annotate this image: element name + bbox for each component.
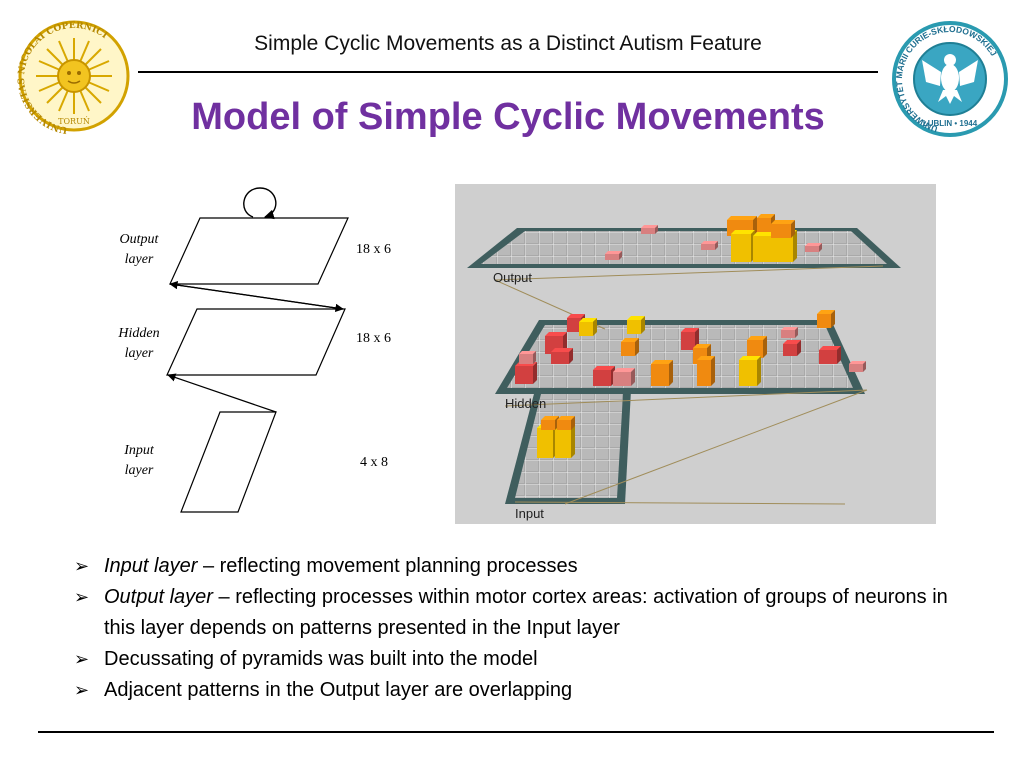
hidden-layer-size: 18 x 6 <box>356 331 391 346</box>
bullet-item: ➢Input layer – reflecting movement plann… <box>74 551 974 582</box>
output-plane-grid <box>481 231 887 264</box>
hidden-to-output-arrow <box>169 280 344 310</box>
activation-block <box>781 327 798 338</box>
network-schematic <box>166 187 349 513</box>
activation-block <box>641 225 658 234</box>
network-3d-rendering: Output Hidden Input <box>455 184 936 524</box>
activation-block <box>819 346 841 364</box>
activation-block <box>519 351 536 364</box>
render-input-label: Input <box>515 506 544 521</box>
activation-block <box>579 318 597 336</box>
activation-block <box>515 362 537 384</box>
activation-block <box>551 348 573 364</box>
render-canvas <box>467 214 901 505</box>
left-logo-city: TORUŃ <box>58 117 90 126</box>
bullet-arrow-icon: ➢ <box>74 649 90 669</box>
bullet-arrow-icon: ➢ <box>74 556 90 576</box>
activation-block <box>849 361 866 372</box>
activation-block <box>805 243 822 252</box>
bullet-arrow-icon: ➢ <box>74 680 90 700</box>
header-divider <box>138 71 878 73</box>
render-output-label: Output <box>493 270 533 285</box>
output-layer-box <box>169 217 349 285</box>
right-logo-city: LUBLIN • 1944 <box>923 119 978 128</box>
activation-block <box>613 368 635 386</box>
bullet-arrow-icon: ➢ <box>74 587 90 607</box>
render-hidden-label: Hidden <box>505 396 547 411</box>
activation-block <box>627 316 645 334</box>
input-to-hidden-arrow <box>167 373 277 413</box>
activation-block <box>681 328 699 350</box>
activation-block <box>557 416 575 430</box>
activation-block <box>739 356 761 386</box>
copernicus-university-logo: UNIVERSITAS NICOLAI COPERNICI TORUŃ <box>17 20 130 135</box>
activation-block <box>541 416 559 430</box>
activation-block <box>651 360 673 386</box>
activation-block <box>747 336 767 358</box>
bullet-list: ➢Input layer – reflecting movement plann… <box>74 551 974 706</box>
activation-block <box>731 230 755 262</box>
recurrent-loop-arrow <box>243 187 277 220</box>
activation-block <box>783 340 801 356</box>
slide-title: Model of Simple Cyclic Movements <box>191 96 825 138</box>
connection-lines <box>494 265 884 505</box>
activation-block <box>605 251 622 260</box>
bullet-item: ➢Output layer – reflecting processes wit… <box>74 582 974 644</box>
activation-block <box>771 220 795 238</box>
running-title: Simple Cyclic Movements as a Distinct Au… <box>254 32 762 55</box>
input-layer-size: 4 x 8 <box>360 455 388 470</box>
input-layer-box <box>180 411 277 513</box>
activation-block <box>621 338 639 356</box>
hidden-layer-box <box>166 308 346 376</box>
activation-block <box>697 356 715 386</box>
bullet-item: ➢Adjacent patterns in the Output layer a… <box>74 675 974 706</box>
umcs-lublin-logo: UNIWERSYTET MARII CURIE-SKŁODOWSKIEJ LUB… <box>892 21 1008 137</box>
footer-divider <box>38 731 994 733</box>
activation-block <box>817 310 835 328</box>
activation-block <box>701 241 718 250</box>
bullet-item: ➢Decussating of pyramids was built into … <box>74 644 974 675</box>
output-layer-size: 18 x 6 <box>356 242 391 257</box>
activation-block <box>593 366 615 386</box>
